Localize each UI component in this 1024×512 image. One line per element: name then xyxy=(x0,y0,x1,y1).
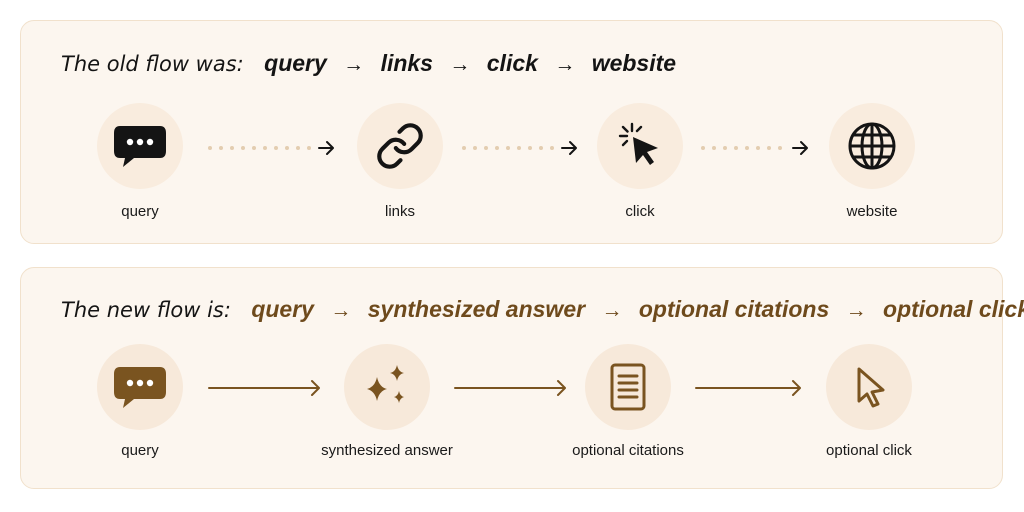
old-flow-heading: The old flow was: query → links → click … xyxy=(61,49,676,79)
sparkles-icon xyxy=(367,365,404,403)
new-node-synthesized-answer xyxy=(344,344,430,430)
new-node-optional-citations xyxy=(585,344,671,430)
old-heading-step-website: website xyxy=(591,50,677,76)
solid-arrow-connector xyxy=(208,380,320,396)
globe-icon xyxy=(848,122,896,170)
cursor-icon xyxy=(857,367,885,408)
heading-arrow: → xyxy=(845,299,867,322)
new-node-label-query: query xyxy=(121,442,159,459)
old-heading-step-links: links xyxy=(380,50,433,76)
new-flow-panel: The new flow is: query → synthesized ans… xyxy=(20,267,1024,489)
new-heading-step-synthesized-answer: synthesized answer xyxy=(367,296,586,322)
speech-bubble-icon xyxy=(114,126,166,167)
old-heading-step-query: query xyxy=(264,50,327,76)
new-node-query xyxy=(97,344,183,430)
speech-bubble-icon xyxy=(114,367,166,408)
heading-arrow: → xyxy=(554,53,576,76)
link-icon xyxy=(377,123,423,169)
new-heading-step-query: query xyxy=(251,296,314,322)
old-node-website xyxy=(829,103,915,189)
new-flow-heading-lead: The new flow is: xyxy=(61,298,231,322)
new-node-label-synthesized-answer: synthesized answer xyxy=(321,442,453,459)
document-icon xyxy=(610,363,646,411)
new-heading-step-optional-click: optional click xyxy=(883,296,1024,322)
heading-arrow: → xyxy=(343,53,365,76)
new-node-label-optional-citations: optional citations xyxy=(572,442,684,459)
old-node-label-website: website xyxy=(846,203,898,220)
old-node-click xyxy=(597,103,683,189)
solid-arrow-connector xyxy=(454,380,566,396)
old-node-query xyxy=(97,103,183,189)
old-node-label-click: click xyxy=(625,203,655,220)
old-flow-heading-lead: The old flow was: xyxy=(61,52,244,76)
old-node-label-query: query xyxy=(121,203,159,220)
heading-arrow: → xyxy=(330,299,352,322)
new-node-label-optional-click: optional click xyxy=(826,442,912,459)
new-flow-heading: The new flow is: query → synthesized ans… xyxy=(61,295,1024,325)
dotted-arrow-connector xyxy=(208,141,334,155)
old-node-links xyxy=(357,103,443,189)
new-node-optional-click xyxy=(826,344,912,430)
old-flow-panel: The old flow was: query → links → click … xyxy=(20,20,1003,244)
heading-arrow: → xyxy=(601,299,623,322)
dotted-arrow-connector xyxy=(701,141,808,155)
heading-arrow: → xyxy=(449,53,471,76)
new-heading-step-optional-citations: optional citations xyxy=(638,296,830,322)
cursor-click-icon xyxy=(618,122,658,165)
old-node-label-links: links xyxy=(384,203,415,220)
dotted-arrow-connector xyxy=(462,141,577,155)
solid-arrow-connector xyxy=(695,380,801,396)
old-heading-step-click: click xyxy=(486,50,538,76)
